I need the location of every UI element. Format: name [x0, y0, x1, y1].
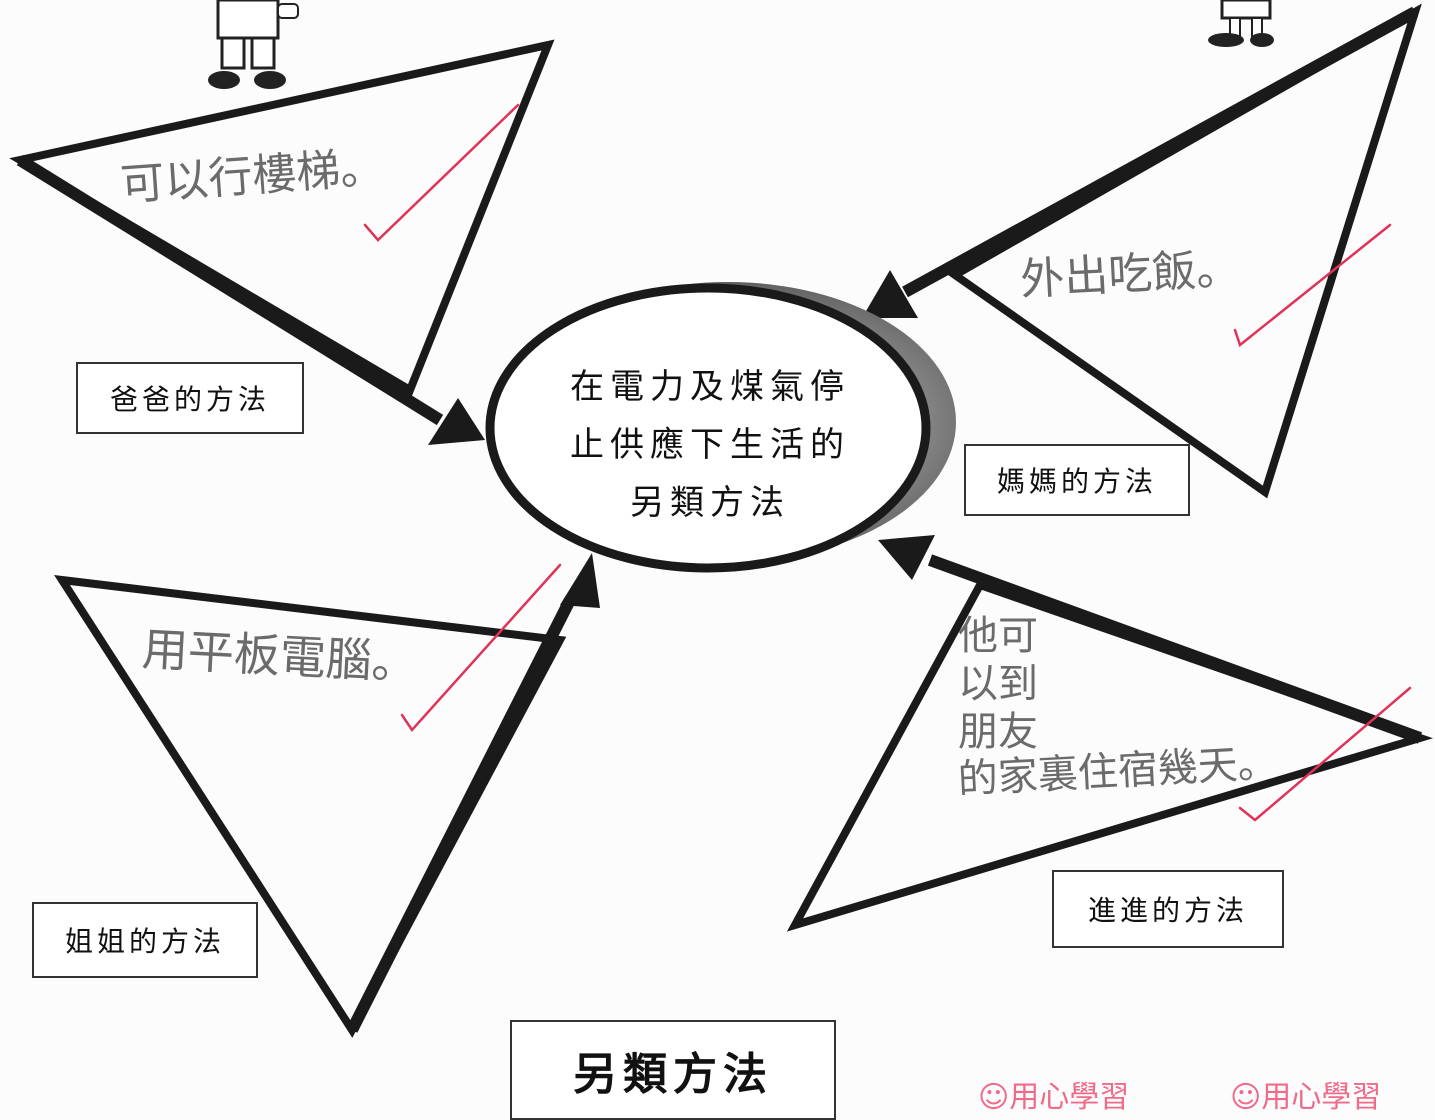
check-mark-brother	[1238, 686, 1412, 822]
check-mark-mom	[1233, 223, 1392, 348]
check-mark-dad	[363, 103, 520, 242]
boy-figure	[208, 0, 299, 89]
girl-figure	[1208, 0, 1274, 47]
label-dad: 爸爸的方法	[76, 362, 304, 434]
arrowhead-dad	[428, 398, 485, 445]
answer-brother-line-1: 他可	[958, 613, 1038, 659]
cat-icon: ☺	[978, 1080, 1010, 1115]
answer-brother-line-2: 以到	[958, 661, 1038, 707]
answer-brother: 他可 以到 朋友 的家裏住宿幾天。	[957, 612, 1279, 804]
arrow-dad-shaft	[16, 154, 444, 426]
cat-icon: ☺	[1230, 1080, 1262, 1115]
label-mom: 媽媽的方法	[964, 444, 1190, 516]
logo-right-text: 用心學習	[1261, 1080, 1382, 1115]
logo-left: ☺用心學習	[978, 1072, 1129, 1116]
logo-left-text: 用心學習	[1009, 1080, 1130, 1115]
arrowhead-mom	[862, 270, 918, 318]
center-topic: 在電力及煤氣停 止供應下生活的 另類方法	[540, 358, 880, 532]
label-sister: 姐姐的方法	[32, 902, 258, 978]
center-line-1: 在電力及煤氣停	[570, 367, 850, 407]
answer-mom: 外出吃飯。	[1019, 243, 1242, 306]
page-title: 另類方法	[510, 1020, 836, 1120]
arrowhead-sister	[560, 553, 600, 608]
arrow-sister-shaft	[346, 597, 576, 1033]
label-brother: 進進的方法	[1052, 870, 1284, 948]
arrowhead-brother	[878, 535, 935, 580]
logo-right: ☺用心學習	[1230, 1072, 1381, 1116]
arrow-brother-shaft	[927, 554, 1423, 744]
answer-brother-line-3: 朋友	[958, 709, 1038, 755]
check-mark-sister	[400, 563, 562, 733]
center-line-2: 止供應下生活的	[570, 425, 850, 465]
center-line-3: 另類方法	[630, 483, 790, 523]
center-ellipse	[485, 283, 931, 573]
arrow-mom-shaft	[902, 6, 1418, 298]
triangle-dad	[9, 39, 555, 396]
